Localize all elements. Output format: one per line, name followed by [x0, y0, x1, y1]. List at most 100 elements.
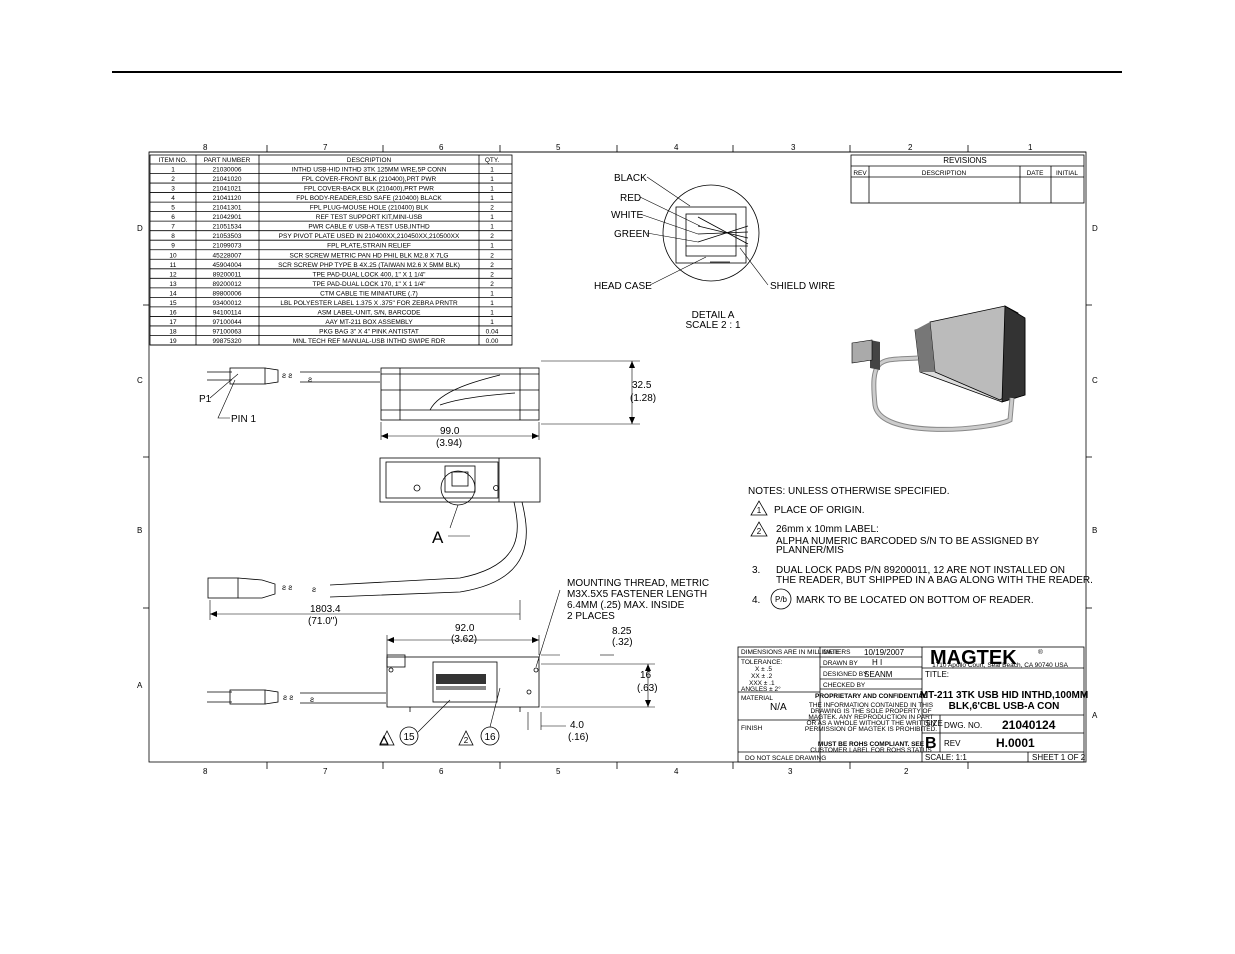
bom-cell: 1 [490, 214, 494, 221]
zone-bottom-8: 8 [203, 767, 208, 776]
bom-cell: 2 [490, 281, 494, 288]
bom-header-part: PART NUMBER [204, 157, 251, 164]
bom-cell: 8 [171, 233, 175, 240]
bom-cell: 21030006 [213, 167, 242, 174]
dim-825-mm: 8.25 [612, 626, 632, 637]
bom-cell: 5 [171, 205, 175, 212]
bom-cell: 1 [490, 300, 494, 307]
revisions-header-initial: INITIAL [1056, 170, 1078, 177]
proprietary-line5: PERMISSION OF MAGTEK IS PROHIBITED. [805, 726, 937, 733]
magtek-address: 1710 Apollo Court, Seal Beach, CA 90740 … [932, 662, 1069, 669]
width-dim-mm: 99.0 [440, 426, 460, 437]
reader-side-view: ƨ ƨ ƨ 92.0 (3.62) 8.25 (.32) 16 (.63) [207, 578, 709, 746]
tol-angles: ANGLES ± 2° [741, 685, 781, 693]
bom-cell: 0.04 [486, 328, 499, 335]
bom-cell: ASM LABEL-UNIT, S/N, BARCODE [318, 309, 422, 316]
wire-label-green: GREEN [614, 229, 650, 240]
proprietary-line2: DRAWING IS THE SOLE PROPERTY OF [810, 708, 931, 715]
bom-cell: 45228007 [213, 252, 242, 259]
dim-40-in: (.16) [568, 732, 589, 743]
note2-line1: 26mm x 10mm LABEL: [776, 524, 879, 535]
zone-top-5: 5 [556, 143, 561, 152]
cable-length-in: (71.0") [308, 616, 338, 627]
bom-cell: 12 [169, 271, 177, 278]
bom-cell: REF TEST SUPPORT KIT,MINI-USB [316, 214, 422, 221]
zone-bottom-2: 2 [904, 767, 909, 776]
drawing-title-line1: MT-211 3TK USB HID INTHD,100MM [920, 690, 1088, 701]
height-dim-mm: 32.5 [632, 380, 652, 391]
bom-cell: 89200012 [213, 281, 242, 288]
dims-label: DIMENSIONS ARE IN MILLIMETERS [741, 649, 851, 656]
zone-top-4: 4 [674, 143, 679, 152]
p1-label: P1 [199, 394, 212, 405]
detail-a-title: DETAIL A [692, 310, 735, 321]
note4-num: 4. [752, 595, 760, 606]
magtek-logo: MAGTEK [930, 647, 1017, 669]
drawing-title-line2: BLK,6'CBL USB-A CON [949, 701, 1060, 712]
size-value: B [925, 735, 937, 752]
bom-cell: 1 [490, 167, 494, 174]
bom-header-desc: DESCRIPTION [347, 157, 392, 164]
bom-cell: 2 [490, 205, 494, 212]
tol-xxx: XXX ± .1 [749, 680, 775, 687]
svg-text:ƨ ƨ: ƨ ƨ [282, 583, 292, 592]
revisions-header-desc: DESCRIPTION [922, 170, 967, 177]
material-value: N/A [770, 702, 787, 713]
drawn-label: DRAWN BY [823, 660, 858, 667]
bom-cell: 1 [490, 186, 494, 193]
svg-text:ƨ ƨ: ƨ ƨ [282, 371, 292, 380]
dwg-no-value: 21040124 [1002, 718, 1056, 732]
zone-bottom-6: 6 [439, 767, 444, 776]
zone-left-a: A [137, 681, 143, 690]
dim-40-mm: 4.0 [570, 720, 584, 731]
bom-cell: 6 [171, 214, 175, 221]
zone-top-6: 6 [439, 143, 444, 152]
bom-header-qty: QTY. [485, 157, 500, 164]
zone-top-7: 7 [323, 143, 328, 152]
revisions-header-rev: REV [853, 170, 867, 177]
tolerance-label: TOLERANCE: [741, 659, 783, 666]
bom-cell: FPL BODY-READER,ESD SAFE (210400) BLACK [296, 195, 442, 202]
mount-note-line4: 2 PLACES [567, 611, 615, 622]
revisions-title: REVISIONS [943, 156, 987, 165]
bom-cell: 2 [490, 271, 494, 278]
bom-cell: CTM CABLE TIE MINIATURE (.7) [320, 290, 418, 297]
bom-cell: 0.00 [486, 338, 499, 345]
bom-cell: 1 [171, 167, 175, 174]
checked-label: CHECKED BY [823, 682, 866, 689]
bom-cell: 1 [490, 290, 494, 297]
note1-mark: 1 [757, 506, 762, 515]
detail-a-ref: A [432, 528, 444, 547]
magtek-logo-reg: ® [1038, 648, 1043, 656]
bom-cell: 1 [490, 176, 494, 183]
bom-cell: 21042901 [213, 214, 242, 221]
drawn-value: H I [872, 658, 882, 667]
svg-text:ƨ ƨ: ƨ ƨ [283, 693, 293, 702]
title-block: DIMENSIONS ARE IN MILLIMETERS TOLERANCE:… [737, 646, 1088, 763]
bom-cell: FPL COVER-FRONT BLK (210400),PRT PWR [302, 176, 437, 183]
bom-cell: 89200011 [213, 271, 242, 278]
bom-cell: 7 [171, 224, 175, 231]
svg-text:2: 2 [464, 736, 469, 745]
proprietary-line4: OR AS A WHOLE WITHOUT THE WRITTEN [806, 720, 935, 727]
proprietary-line1: THE INFORMATION CONTAINED IN THIS [809, 702, 934, 709]
sheet-value: SHEET 1 OF 2 [1032, 753, 1086, 762]
bom-cell: 97100063 [213, 328, 242, 335]
no-scale-label: DO NOT SCALE DRAWING [745, 755, 826, 762]
zone-markers-top: 8 7 6 5 4 3 2 1 [203, 143, 1033, 152]
detail-a-view: BLACK RED WHITE GREEN HEAD CASE SHIELD W… [594, 173, 835, 331]
dwg-no-label: DWG. NO. [944, 721, 982, 730]
bom-cell: 1 [490, 224, 494, 231]
designed-label: DESIGNED BY [823, 671, 868, 678]
bom-cell: TPE PAD-DUAL LOCK 400, 1" X 1 1/4" [313, 271, 427, 278]
rohs-line2: CUSTOMER LABEL FOR ROHS STATUS [810, 747, 932, 754]
zone-top-3: 3 [791, 143, 796, 152]
reader-isometric-view [851, 305, 1026, 432]
callout-15: 15 [403, 732, 415, 743]
rev-label: REV [944, 739, 961, 748]
bom-cell: 21041021 [213, 186, 242, 193]
bom-cell: 10 [169, 252, 177, 259]
cable-length-mm: 1803.4 [310, 604, 341, 615]
